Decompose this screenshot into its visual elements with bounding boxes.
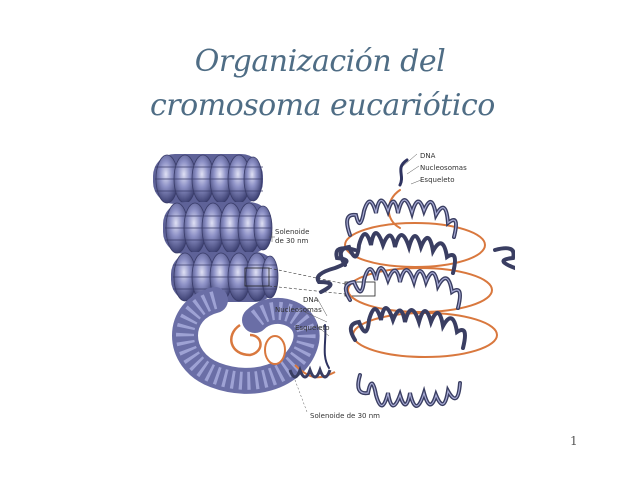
- title-line-2: cromosoma eucariótico: [150, 88, 495, 123]
- label-solenoid-line2: de 30 nm: [275, 237, 309, 245]
- label-solenoid-line1: Solenoide: [275, 228, 310, 236]
- label-dna-top: DNA: [420, 152, 436, 160]
- chromosome-diagram-graphic: [153, 153, 549, 413]
- title-line-1: Organización del: [194, 44, 446, 79]
- label-skeleton-middle: Esqueleto: [295, 324, 330, 332]
- label-nucleosomes-top: Nucleosomas: [420, 164, 467, 172]
- solenoid-stack: [153, 154, 279, 302]
- label-dna-middle: DNA: [303, 296, 319, 304]
- label-solenoid-bottom: Solenoide de 30 nm: [310, 412, 380, 420]
- label-nucleosomes-middle: Nucleosomas: [275, 306, 322, 314]
- chromatin-loops: [315, 158, 549, 408]
- page-number: 1: [570, 434, 578, 448]
- slide-title: Organización del cromosoma eucariótico: [150, 40, 495, 128]
- chromosome-illustration: DNA Nucleosomas Esqueleto Solenoide de 3…: [145, 140, 549, 430]
- label-skeleton-top: Esqueleto: [420, 176, 455, 184]
- coiled-solenoid: [172, 287, 336, 394]
